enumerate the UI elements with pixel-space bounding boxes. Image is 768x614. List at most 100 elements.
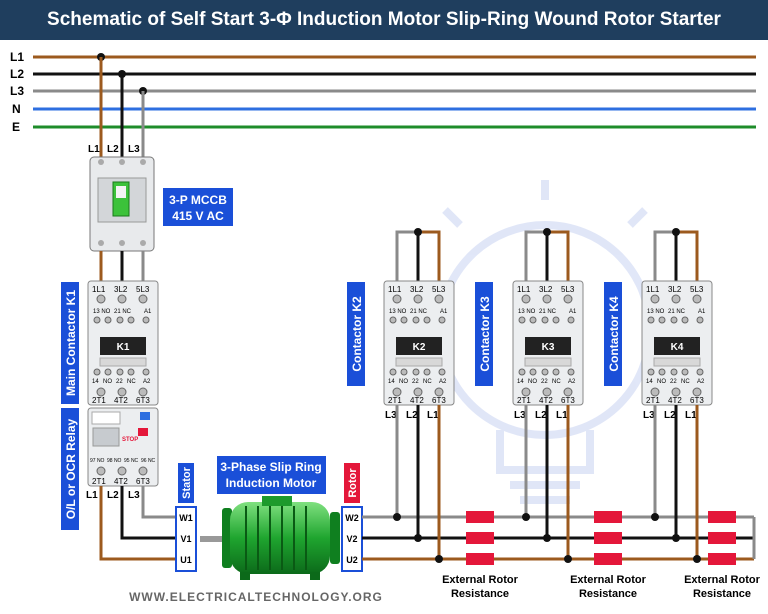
k4-term-top-0: 1L1 xyxy=(646,285,660,294)
k3-node xyxy=(522,513,530,521)
k4-term-bot-2: 6T3 xyxy=(690,396,704,405)
olr-out-l1: L1 xyxy=(86,490,98,501)
stator-term-v1: V1 xyxy=(180,534,191,544)
olr-out-l2: L2 xyxy=(107,490,119,501)
rotor-resistor-bank-1 xyxy=(466,511,494,565)
k3-term-bot-2: 6T3 xyxy=(561,396,575,405)
bus-label-l2: L2 xyxy=(10,67,24,81)
resistance-label-3-line1: External Rotor xyxy=(684,574,761,586)
olr-term-2t1: 2T1 xyxy=(92,477,106,486)
k4-aux-bot-0: 14 xyxy=(646,379,653,385)
k4-term-top-1: 3L2 xyxy=(668,285,682,294)
k2-node xyxy=(435,555,443,563)
k4-side-label: Contactor K4 xyxy=(604,282,622,386)
k4-node xyxy=(672,534,680,542)
mccb-label-line1: 3-P MCCB xyxy=(169,193,227,207)
k4-aux-bot-4: A2 xyxy=(697,379,705,385)
bus-label-n: N xyxy=(12,102,21,116)
k1-name: K1 xyxy=(117,342,130,353)
k2-aux-bot-0: 14 xyxy=(388,379,395,385)
k3-aux-bot-2: 22 xyxy=(541,379,548,385)
k1-term-6t3: 6T3 xyxy=(136,396,150,405)
k2-out-1: L2 xyxy=(406,410,418,421)
watermark-text: WWW.ELECTRICALTECHNOLOGY.ORG xyxy=(129,590,383,604)
contactor-k1[interactable]: 1L1 3L2 5L3 13 NO 21 NC A1 K1 14 NO 22 N… xyxy=(87,280,159,406)
k3-node xyxy=(543,534,551,542)
olr-term-98: 98 NO xyxy=(107,458,122,464)
k2-term-bot-0: 2T1 xyxy=(388,396,402,405)
k2-aux-bot-1: NO xyxy=(399,379,408,385)
rotor-term-v2: V2 xyxy=(346,534,357,544)
k1-aux-21nc: 21 NC xyxy=(114,309,132,315)
olr-side-label: O/L or OCR Relay xyxy=(61,408,79,530)
k3-term-top-1: 3L2 xyxy=(539,285,553,294)
resistance-label-2-line2: Resistance xyxy=(579,588,637,600)
mccb-term-l3: L3 xyxy=(128,144,140,155)
olr-out-l3: L3 xyxy=(128,490,140,501)
k3-aux-bot-1: NO xyxy=(528,379,537,385)
k2-term-bot-2: 6T3 xyxy=(432,396,446,405)
k4-out-2: L1 xyxy=(685,410,697,421)
k4-name: K4 xyxy=(671,342,684,353)
k4-out-1: L2 xyxy=(664,410,676,421)
k3-jumper-node xyxy=(543,228,551,236)
olr-term-95: 95 NC xyxy=(124,458,139,464)
k3-aux-bot-0: 14 xyxy=(517,379,524,385)
k2-name: K2 xyxy=(413,342,426,353)
k1-aux-a1: A1 xyxy=(144,309,152,315)
k4-node xyxy=(651,513,659,521)
resistance-label-1-line2: Resistance xyxy=(451,588,509,600)
k1-term-1l1: 1L1 xyxy=(92,285,106,294)
olr-side-label-text: O/L or OCR Relay xyxy=(64,418,78,519)
rotor-term-w2: W2 xyxy=(345,513,359,523)
rotor-terminal-block: W2 V2 U2 Rotor xyxy=(341,463,363,572)
rotor-resistor-bank-3 xyxy=(708,511,736,565)
rotor-label: Rotor xyxy=(347,468,359,498)
olr-to-stator-wires xyxy=(99,486,176,561)
k4-jumper-node xyxy=(672,228,680,236)
mccb-label-line2: 415 V AC xyxy=(172,209,224,223)
k2-aux-top-2: A1 xyxy=(440,309,448,315)
k1-term-3l2: 3L2 xyxy=(114,285,128,294)
k2-out-0: L3 xyxy=(385,410,397,421)
k3-out-1: L2 xyxy=(535,410,547,421)
k4-side-label-text: Contactor K4 xyxy=(607,296,621,372)
stator-term-u1: U1 xyxy=(180,555,192,565)
mccb-label: 3-P MCCB 415 V AC xyxy=(163,188,233,226)
k2-aux-top-1: 21 NC xyxy=(410,309,428,315)
k3-aux-top-1: 21 NC xyxy=(539,309,557,315)
k3-jumper-l1 xyxy=(551,230,570,282)
stator-terminal-block: W1 V1 U1 Stator xyxy=(175,463,197,572)
k4-node xyxy=(693,555,701,563)
k3-out-2: L1 xyxy=(556,410,568,421)
k4-aux-bot-1: NO xyxy=(657,379,666,385)
slip-ring-motor-icon xyxy=(200,496,340,580)
mccb-to-k1-wires xyxy=(99,251,145,282)
stator-label: Stator xyxy=(181,466,193,499)
resistance-label-3-line2: Resistance xyxy=(693,588,751,600)
k4-term-bot-0: 2T1 xyxy=(646,396,660,405)
k1-term-5l3: 5L3 xyxy=(136,285,150,294)
k3-aux-top-2: A1 xyxy=(569,309,577,315)
motor-label: 3-Phase Slip Ring Induction Motor xyxy=(217,456,326,494)
k2-out-2: L1 xyxy=(427,410,439,421)
mccb-feed-wires xyxy=(99,57,145,158)
k1-aux-14: 14 xyxy=(92,379,99,385)
k2-node xyxy=(414,534,422,542)
olr-term-96: 96 NC xyxy=(141,458,156,464)
k2-jumper-node xyxy=(414,228,422,236)
bus-label-e: E xyxy=(12,120,20,134)
bus-label-l1: L1 xyxy=(10,50,24,64)
resistance-label-2-line1: External Rotor xyxy=(570,574,647,586)
overload-relay[interactable]: STOP 97 NO 98 NO 95 NC 96 NC 2T1 4T2 6T3 xyxy=(87,407,159,487)
k3-aux-bot-4: A2 xyxy=(568,379,576,385)
k4-aux-bot-3: NC xyxy=(681,379,690,385)
k1-term-2t1: 2T1 xyxy=(92,396,106,405)
k2-jumper-l1 xyxy=(422,230,441,282)
mccb-breaker[interactable] xyxy=(89,156,155,252)
